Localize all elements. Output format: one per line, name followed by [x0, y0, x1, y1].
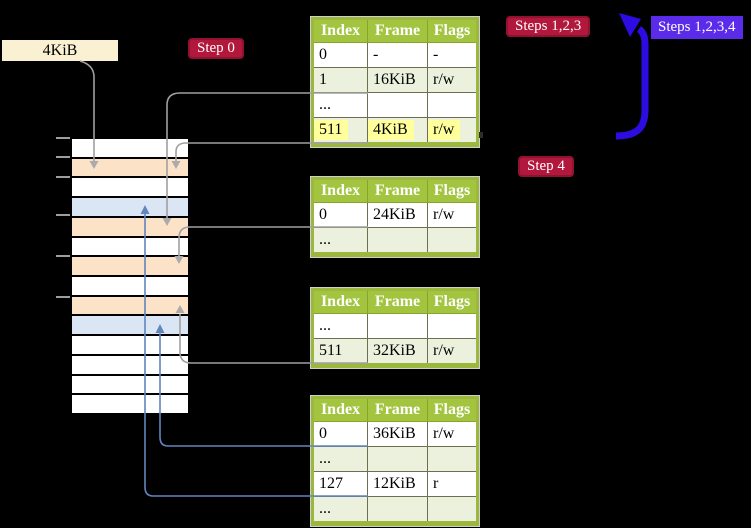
memory-frame-row-5 [72, 217, 188, 238]
memory-frame-row-6 [72, 237, 188, 258]
frame-cell [367, 446, 428, 472]
flags-cell [427, 92, 478, 118]
table-row-highlighted: 511 4KiB r/w [312, 117, 478, 145]
table-header-row: Index Frame Flags [312, 397, 478, 422]
physical-memory-column [70, 137, 190, 415]
index-cell: ... [312, 92, 368, 118]
table-row: ... [312, 496, 478, 524]
page-table-1: Index Frame Flags 0 - - 1 16KiB r/w ... … [310, 16, 480, 148]
frame-cell: 24KiB [367, 202, 428, 228]
index-cell: 0 [312, 42, 368, 68]
index-cell: ... [312, 496, 368, 524]
memory-frame-row-2 [72, 158, 188, 179]
index-header: Index [312, 178, 368, 203]
flags-cell: r/w [427, 338, 478, 366]
flags-cell: - [427, 42, 478, 68]
thick-blue-loop-arrow [615, 13, 649, 140]
frame-header: Frame [367, 289, 428, 314]
table-row: 511 32KiB r/w [312, 338, 478, 366]
frame-cell: 12KiB [367, 471, 428, 497]
index-cell: 511 [312, 338, 368, 366]
steps-1-2-3-4-label: Steps 1,2,3,4 [651, 16, 743, 39]
legend-4kib-box: 4KiB [2, 40, 118, 61]
frame-cell [367, 227, 428, 255]
frame-header: Frame [367, 18, 428, 43]
connector-dot [479, 132, 483, 138]
memory-frame-row-3 [72, 178, 188, 199]
memory-frame-row-10 [72, 316, 188, 337]
memory-frame-row-11 [72, 336, 188, 356]
table-row: 0 - - [312, 42, 478, 68]
memory-frame-row-12 [72, 355, 188, 376]
frame-cell: 4KiB [367, 117, 428, 145]
steps-1-2-3-label: Steps 1,2,3 [506, 16, 591, 37]
flags-cell: r [427, 471, 478, 497]
frame-header: Frame [367, 178, 428, 203]
table-row: 127 12KiB r [312, 471, 478, 497]
memory-frame-row-13 [72, 375, 188, 396]
flags-cell: r/w [427, 67, 478, 93]
frame-header: Frame [367, 397, 428, 422]
table-row: ... [312, 227, 478, 255]
page-table-3: Index Frame Flags ... 511 32KiB r/w [310, 287, 480, 369]
memory-frame-row-7 [72, 257, 188, 278]
table-row: 0 24KiB r/w [312, 202, 478, 228]
frame-cell: 32KiB [367, 338, 428, 366]
flags-cell: r/w [427, 117, 478, 145]
frame-cell: - [367, 42, 428, 68]
table-row: 0 36KiB r/w [312, 421, 478, 447]
table-header-row: Index Frame Flags [312, 18, 478, 43]
flags-header: Flags [427, 18, 478, 43]
flags-cell [427, 496, 478, 524]
index-cell: 0 [312, 421, 368, 447]
table-row: ... [312, 446, 478, 472]
memory-frame-row-4 [72, 198, 188, 218]
table-row: ... [312, 313, 478, 339]
highlight-mark: r/w [428, 120, 461, 140]
index-header: Index [312, 18, 368, 43]
table-header-row: Index Frame Flags [312, 289, 478, 314]
index-cell: ... [312, 446, 368, 472]
index-cell: ... [312, 227, 368, 255]
frame-cell [367, 92, 428, 118]
highlight-mark: 4KiB [368, 120, 414, 140]
frame-cell [367, 496, 428, 524]
index-cell: 511 [312, 117, 368, 145]
frame-cell: 36KiB [367, 421, 428, 447]
flags-header: Flags [427, 289, 478, 314]
memory-frame-row-1 [72, 139, 188, 159]
address-tick-marks [56, 137, 70, 298]
flags-cell: r/w [427, 202, 478, 228]
page-table-4: Index Frame Flags 0 36KiB r/w ... 127 12… [310, 395, 480, 527]
flags-cell [427, 313, 478, 339]
memory-frame-row-14 [72, 395, 188, 414]
flags-cell [427, 446, 478, 472]
step-0-label: Step 0 [188, 38, 244, 59]
frame-cell: 16KiB [367, 67, 428, 93]
flags-header: Flags [427, 397, 478, 422]
flags-header: Flags [427, 178, 478, 203]
index-header: Index [312, 397, 368, 422]
table-row: ... [312, 92, 478, 118]
index-cell: ... [312, 313, 368, 339]
flags-cell [427, 227, 478, 255]
index-cell: 1 [312, 67, 368, 93]
frame-cell [367, 313, 428, 339]
index-header: Index [312, 289, 368, 314]
memory-frame-row-8 [72, 277, 188, 297]
step-4-label: Step 4 [518, 156, 574, 177]
index-cell: 0 [312, 202, 368, 228]
highlight-mark: 511 [314, 120, 349, 140]
memory-frame-row-9 [72, 296, 188, 317]
table-header-row: Index Frame Flags [312, 178, 478, 203]
flags-cell: r/w [427, 421, 478, 447]
index-cell: 127 [312, 471, 368, 497]
page-table-2: Index Frame Flags 0 24KiB r/w ... [310, 176, 480, 258]
table-row: 1 16KiB r/w [312, 67, 478, 93]
